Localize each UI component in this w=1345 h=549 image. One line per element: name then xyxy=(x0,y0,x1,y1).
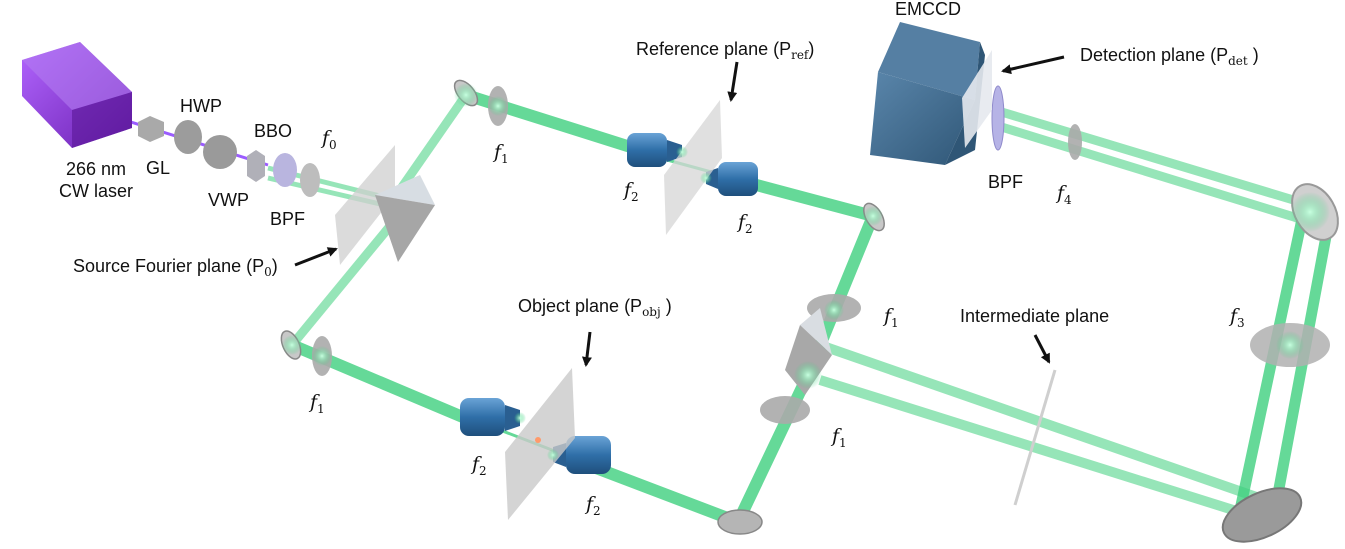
arrow-reference-plane xyxy=(727,61,739,102)
source-fourier-plane-label: Source Fourier plane (P0) xyxy=(73,256,278,279)
mirror-bottom-right xyxy=(1221,487,1303,543)
lens-f0 xyxy=(300,163,320,197)
beam-to-top-left-mirror xyxy=(396,92,470,193)
beam-to-intermediate-upper xyxy=(818,340,1267,505)
beam-up-right xyxy=(732,369,814,528)
beam-to-camera-b xyxy=(993,120,1322,230)
focal-label-f1-right-upper: f1 xyxy=(882,305,899,330)
beam-splitter-prism xyxy=(375,175,435,262)
focal-label-f2-obj-left: f2 xyxy=(470,453,487,478)
arrow-source-fourier-plane xyxy=(294,247,338,267)
intermediate-plane xyxy=(1013,369,1057,506)
objective-obj-left xyxy=(460,398,520,436)
detection-plane-label: Detection plane (Pdet ) xyxy=(1080,45,1259,68)
mirror-bottom-mid xyxy=(717,509,763,535)
object-sample-dot xyxy=(535,437,541,443)
focal-label-f0: f0 xyxy=(320,127,337,152)
beam-paths xyxy=(117,89,1336,528)
pointer-arrows xyxy=(294,55,1065,367)
gl-label: GL xyxy=(146,158,170,178)
focal-label-f2-ref-left: f2 xyxy=(622,179,639,204)
cw-laser xyxy=(22,42,132,148)
bpf-label: BPF xyxy=(270,209,305,229)
focal-label-f2-obj-right: f2 xyxy=(584,493,601,518)
source-optics xyxy=(138,116,320,197)
object-plane-label: Object plane (Pobj ) xyxy=(518,296,672,319)
focal-label-f3: f3 xyxy=(1228,305,1245,330)
bandpass-filter xyxy=(273,153,297,187)
focal-label-f1-top: f1 xyxy=(492,141,509,166)
variable-wave-plate xyxy=(203,135,237,169)
emccd-label: EMCCD xyxy=(895,0,961,19)
glan-polarizer xyxy=(138,116,164,142)
lens-f4 xyxy=(1068,124,1082,160)
focal-label-f1-bottom-left: f1 xyxy=(308,391,325,416)
bbo-crystal xyxy=(247,150,265,182)
half-wave-plate xyxy=(174,120,202,154)
arrow-object-plane xyxy=(581,331,592,367)
beam-to-bottom-left-mirror xyxy=(288,217,399,348)
reference-plane-label: Reference plane (Pref) xyxy=(636,39,814,62)
laser-label-line2: CW laser xyxy=(59,181,133,201)
beam-to-camera-a xyxy=(993,105,1312,210)
lens-f1-right-lower xyxy=(760,396,810,424)
object-plane xyxy=(505,368,575,520)
hwp-label: HWP xyxy=(180,96,222,116)
bbo-label: BBO xyxy=(254,121,292,141)
reference-plane xyxy=(664,100,722,235)
beam-to-intermediate-lower xyxy=(818,375,1267,525)
emccd-camera xyxy=(870,22,992,165)
beam-glow-spots xyxy=(282,83,1330,461)
focal-label-f2-ref-right: f2 xyxy=(736,211,753,236)
intermediate-plane-label: Intermediate plane xyxy=(960,306,1109,326)
arrow-detection-plane xyxy=(1001,55,1065,75)
bandpass-filter-detection xyxy=(991,85,1005,151)
vwp-label: VWP xyxy=(208,190,249,210)
source-fourier-plane xyxy=(335,145,395,265)
focal-label-f4: f4 xyxy=(1055,182,1072,207)
planes xyxy=(505,100,1057,520)
objectives xyxy=(460,133,758,474)
bpf-detection-label: BPF xyxy=(988,172,1023,192)
laser-label-line1: 266 nm xyxy=(66,159,126,179)
arrow-intermediate-plane xyxy=(1033,334,1051,364)
focal-label-f1-right-lower: f1 xyxy=(830,425,847,450)
text-labels: 266 nm CW laser GL HWP BBO VWP BPF BPF E… xyxy=(59,0,1259,518)
